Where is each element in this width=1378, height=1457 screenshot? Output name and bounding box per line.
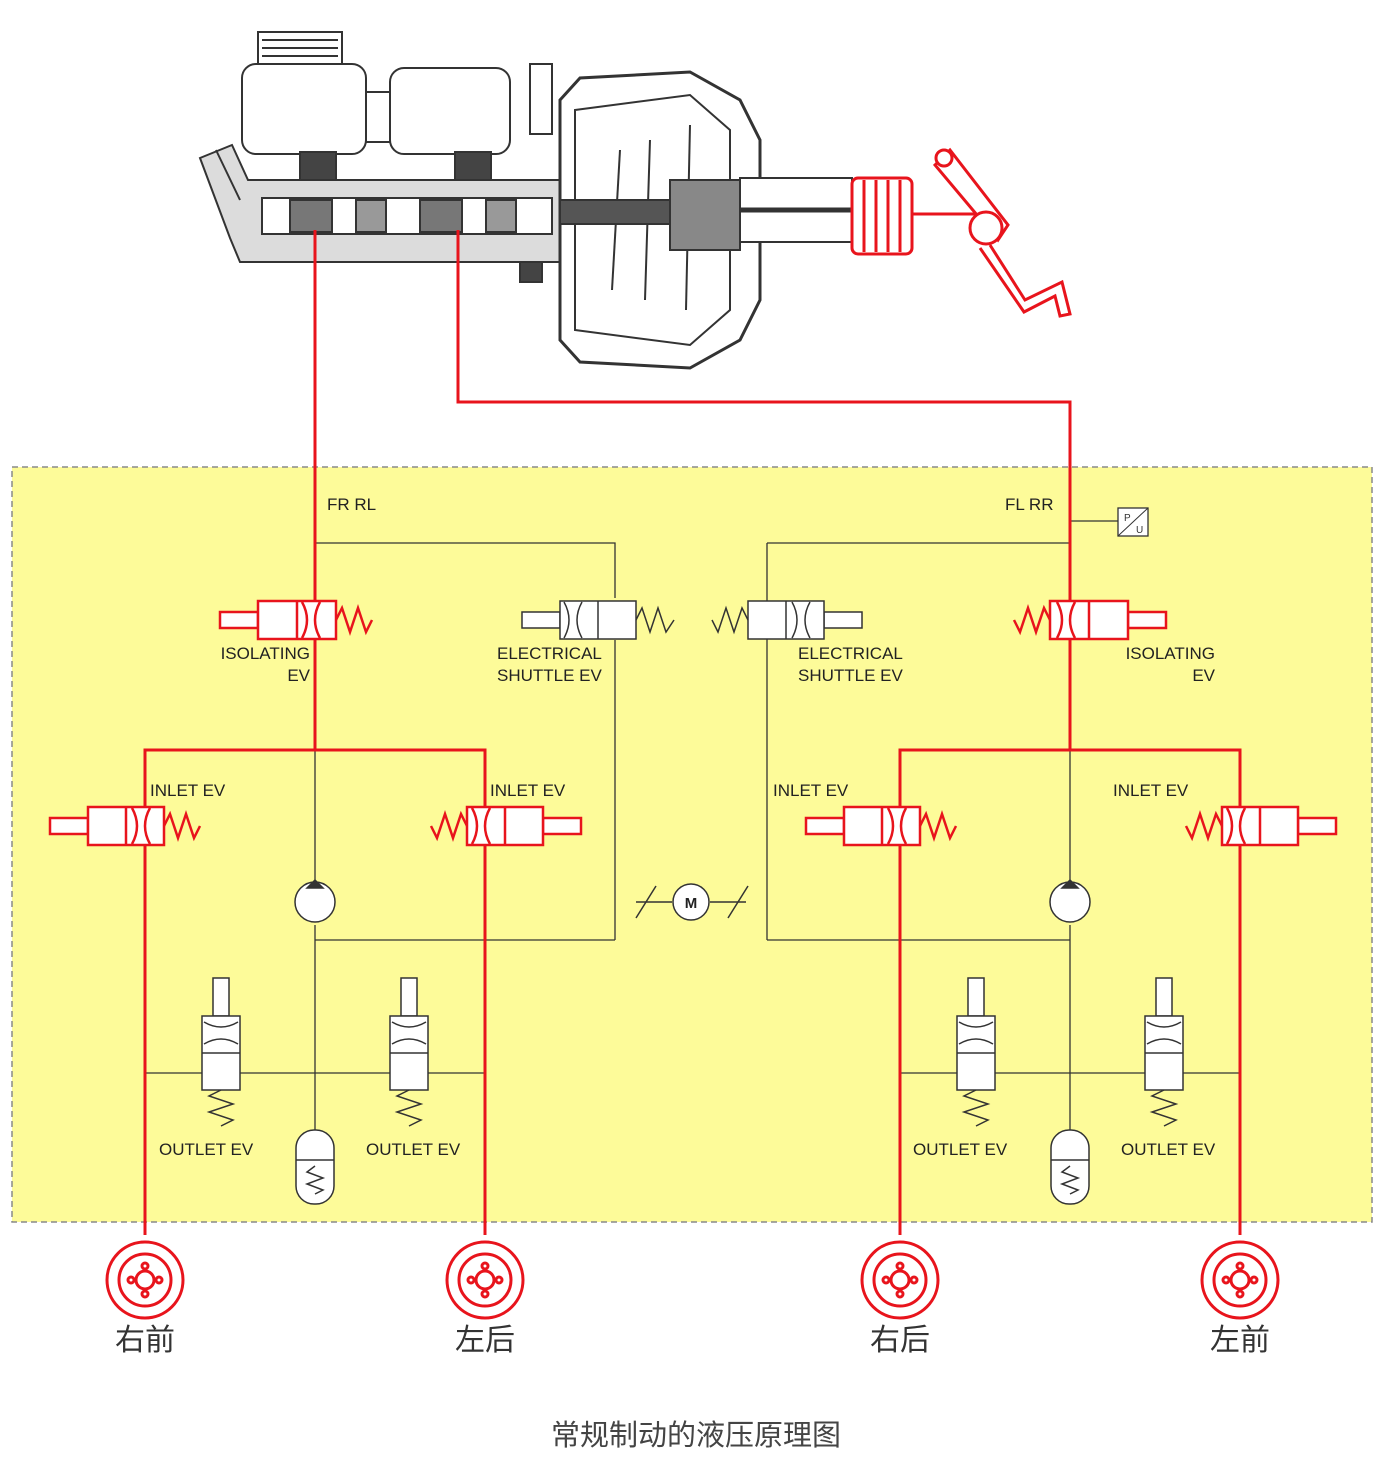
wheel-label-2: 左后 [455, 1323, 515, 1358]
shuttle-valve-left [521, 600, 675, 640]
shuttle-valve-right [711, 600, 863, 640]
svg-text:U: U [1136, 525, 1143, 536]
outlet-valve-4 [1144, 977, 1184, 1127]
wheel-brake-4 [1200, 1240, 1280, 1320]
outlet-label-3: OUTLET EV [913, 1140, 1008, 1159]
master-cylinder-assembly [198, 31, 1072, 370]
pump-left [294, 878, 336, 923]
accumulator-right [1050, 1129, 1090, 1205]
wheel-brake-2 [445, 1240, 525, 1320]
isolating-valve-right [1012, 599, 1168, 641]
outlet-label-2: OUTLET EV [366, 1140, 461, 1159]
inlet-label-4: INLET EV [1113, 781, 1189, 800]
circuit-label-left: FR RL [327, 495, 376, 514]
shuttle-label-left-2: SHUTTLE EV [497, 666, 603, 685]
wheel-label-3: 右后 [870, 1323, 930, 1358]
accumulator-left [295, 1129, 335, 1205]
pump-right [1049, 878, 1091, 923]
outlet-label-1: OUTLET EV [159, 1140, 254, 1159]
inlet-label-3: INLET EV [773, 781, 849, 800]
shuttle-label-right-2: SHUTTLE EV [798, 666, 904, 685]
wheel-brake-3 [860, 1240, 940, 1320]
cylinder-body [198, 143, 561, 263]
outlet-valve-2 [389, 977, 429, 1127]
isolating-label-right-2: EV [1192, 666, 1215, 685]
vacuum-booster [519, 63, 853, 370]
inlet-label-1: INLET EV [150, 781, 226, 800]
shuttle-label-left-1: ELECTRICAL [497, 644, 602, 663]
inlet-valve-4 [1184, 805, 1338, 847]
shuttle-label-right-1: ELECTRICAL [798, 644, 903, 663]
brake-pedal [850, 147, 1072, 318]
wheel-brake-1 [105, 1240, 185, 1320]
isolating-valve-left [218, 599, 374, 641]
inlet-valve-3 [804, 805, 958, 847]
outlet-label-4: OUTLET EV [1121, 1140, 1216, 1159]
isolating-label-left-2: EV [287, 666, 310, 685]
isolating-label-right-1: ISOLATING [1126, 644, 1215, 663]
wheel-label-4: 左前 [1210, 1323, 1270, 1358]
outlet-valve-3 [956, 977, 996, 1127]
motor-label: M [685, 895, 698, 912]
hydraulic-lines [143, 230, 1242, 1235]
diagram-caption: 常规制动的液压原理图 [551, 1418, 841, 1452]
hydraulic-module-box [11, 466, 1373, 1223]
inlet-valve-1 [48, 805, 202, 847]
wheel-label-1: 右前 [115, 1323, 175, 1358]
outlet-valve-1 [201, 977, 241, 1127]
svg-text:P: P [1124, 513, 1131, 524]
circuit-label-right: FL RR [1005, 495, 1054, 514]
inlet-label-2: INLET EV [490, 781, 566, 800]
reservoir [241, 31, 511, 181]
pressure-sensor-icon: P U [1117, 507, 1149, 537]
isolating-label-left-1: ISOLATING [221, 644, 310, 663]
motor [635, 883, 749, 921]
inlet-valve-2 [429, 805, 583, 847]
